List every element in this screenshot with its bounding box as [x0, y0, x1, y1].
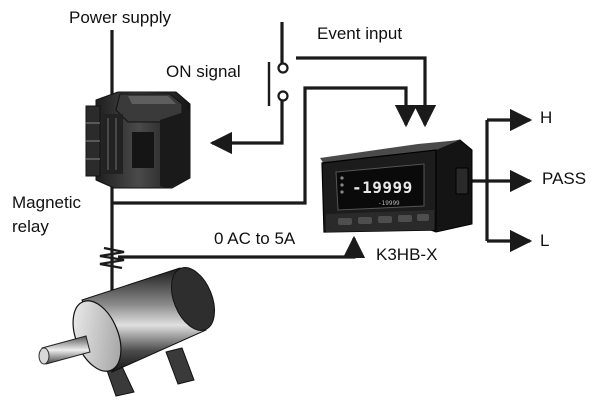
event-input-wire — [296, 56, 437, 128]
meter-main-readout: -19999 — [352, 178, 413, 197]
relay-icon — [85, 91, 191, 189]
current-wire — [118, 235, 366, 259]
on-signal-label: ON signal — [166, 62, 241, 81]
switch-to-relay-wire — [209, 96, 284, 155]
magnetic-relay-label: Magnetic relay — [12, 191, 81, 239]
panel-meter-icon: -19999 -19999 — [320, 139, 473, 233]
magnetic-relay-label-line2: relay — [12, 217, 49, 236]
current-range-label: 0 AC to 5A — [214, 229, 296, 248]
switch-icon — [267, 62, 289, 106]
current-transformer-icon — [99, 246, 125, 270]
output-l-label: L — [540, 231, 550, 250]
output-h-label: H — [540, 108, 553, 127]
device-model-label: K3HB-X — [376, 245, 438, 264]
event-input-label: Event input — [317, 24, 403, 43]
relay-to-meter-wire — [112, 86, 418, 205]
motor-icon — [38, 267, 216, 397]
meter-sub-readout: -19999 — [378, 200, 400, 207]
power-supply-label: Power supply — [69, 8, 172, 27]
wiring-lines — [110, 22, 533, 290]
magnetic-relay-label-line1: Magnetic — [12, 193, 81, 212]
output-pass-label: PASS — [542, 169, 587, 188]
